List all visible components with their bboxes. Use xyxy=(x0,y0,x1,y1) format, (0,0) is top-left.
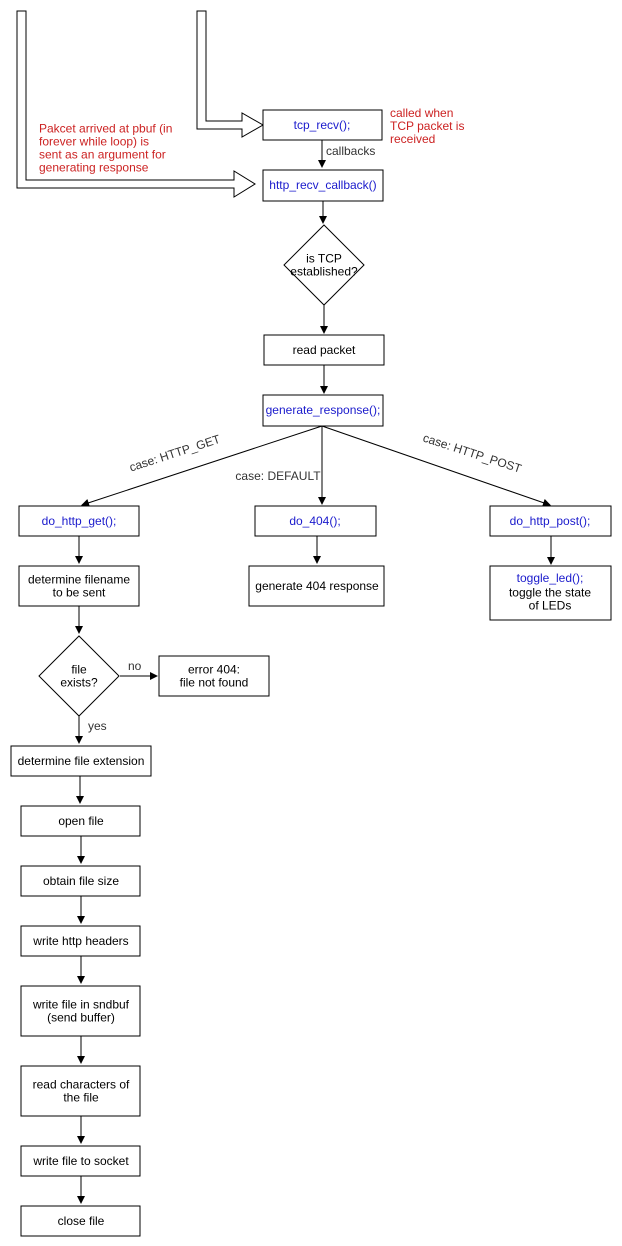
nodes-determine-extension-text: determine file extension xyxy=(18,754,145,768)
nodes-write-sndbuf-text: write file in sndbuf(send buffer) xyxy=(32,998,130,1025)
text-line: sent as an argument for xyxy=(39,148,166,162)
text-line: error 404: xyxy=(188,663,240,677)
nodes-read-packet-text: read packet xyxy=(293,343,356,357)
nodes-generate-response-text: generate_response(); xyxy=(266,403,381,417)
toggle-led-box xyxy=(489,565,612,621)
close-file-box xyxy=(20,1205,141,1237)
nodes-generate-404-text: generate 404 response xyxy=(255,579,379,593)
nodes-tcp-recv-text: tcp_recv(); xyxy=(294,118,351,132)
nodes-write-socket-text: write file to socket xyxy=(32,1154,129,1168)
text-line: established? xyxy=(290,265,358,279)
nodes-obtain-size-text: obtain file size xyxy=(43,874,119,888)
text-line: is TCP xyxy=(306,252,342,266)
error-404-box xyxy=(158,655,270,697)
case-get-label: case: HTTP_GET xyxy=(128,432,223,475)
do-http-post-box xyxy=(489,505,612,537)
text-line: write file in sndbuf xyxy=(32,998,130,1012)
text-line: tcp_recv(); xyxy=(294,118,351,132)
text-line: determine filename xyxy=(28,573,130,587)
nodes-close-file-text: close file xyxy=(58,1214,105,1228)
text-line: called when xyxy=(390,106,453,120)
text-line: forever while loop) is xyxy=(39,135,149,149)
text-line: read characters of xyxy=(33,1078,130,1092)
case-post-label: case: HTTP_POST xyxy=(421,431,524,476)
open-file-box xyxy=(20,805,141,837)
text-line: generating response xyxy=(39,161,149,175)
text-line: to be sent xyxy=(53,586,106,600)
nodes-toggle-led-func-text: toggle_led(); xyxy=(517,571,584,585)
text-line: write http headers xyxy=(32,934,128,948)
edge-generate-to-post xyxy=(321,425,551,507)
write-sndbuf-box xyxy=(20,985,141,1037)
obtain-size-box xyxy=(20,865,141,897)
edge-generate-to-get xyxy=(81,425,323,507)
file-exists-decision xyxy=(38,635,120,717)
nodes-write-headers-text: write http headers xyxy=(32,934,128,948)
determine-extension-box xyxy=(10,745,152,777)
tcp-established-decision xyxy=(283,224,365,306)
nodes-error-404-text: error 404:file not found xyxy=(180,663,249,690)
generate-404-box xyxy=(248,565,385,607)
text-line: file not found xyxy=(180,676,249,690)
text-line: Pakcet arrived at pbuf (in xyxy=(39,122,172,136)
text-line: http_recv_callback() xyxy=(269,178,376,192)
hollow-arrow-to-tcp-recv xyxy=(196,10,265,138)
callbacks-label: callbacks xyxy=(326,144,375,158)
hollow-arrow-to-http-recv-callback xyxy=(16,10,256,198)
text-line: file xyxy=(71,663,87,677)
text-line: determine file extension xyxy=(18,754,145,768)
text-line: open file xyxy=(58,814,104,828)
text-line: close file xyxy=(58,1214,105,1228)
determine-filename-box xyxy=(18,565,140,607)
nodes-open-file-text: open file xyxy=(58,814,104,828)
text-line: (send buffer) xyxy=(47,1011,115,1025)
text-line: received xyxy=(390,132,435,146)
nodes-http-recv-callback-text: http_recv_callback() xyxy=(269,178,376,192)
no-label: no xyxy=(128,659,142,673)
read-chars-box xyxy=(20,1065,141,1117)
nodes-do-http-get-text: do_http_get(); xyxy=(42,514,117,528)
nodes-do-http-post-text: do_http_post(); xyxy=(510,514,591,528)
text-line: toggle_led(); xyxy=(517,571,584,585)
text-line: read packet xyxy=(293,343,356,357)
generate-response-box xyxy=(262,394,384,427)
nodes-do-404-text: do_404(); xyxy=(289,514,340,528)
text-line: TCP packet is xyxy=(390,119,464,133)
text-line: generate 404 response xyxy=(255,579,379,593)
text-line: do_404(); xyxy=(289,514,340,528)
write-headers-box xyxy=(20,925,141,957)
case-default-label: case: DEFAULT xyxy=(235,469,321,483)
text-line: obtain file size xyxy=(43,874,119,888)
tcp-recv-box xyxy=(262,109,383,141)
read-packet-box xyxy=(263,334,385,366)
text-line: the file xyxy=(63,1091,99,1105)
yes-label: yes xyxy=(88,719,107,733)
do-http-get-box xyxy=(18,505,140,537)
text-line: do_http_get(); xyxy=(42,514,117,528)
write-socket-box xyxy=(20,1145,141,1177)
text-line: do_http_post(); xyxy=(510,514,591,528)
text-line: toggle the state xyxy=(509,586,591,600)
text-line: exists? xyxy=(60,676,98,690)
text-line: write file to socket xyxy=(32,1154,129,1168)
http-recv-callback-box xyxy=(262,169,384,202)
do-404-box xyxy=(254,505,377,537)
text-line: of LEDs xyxy=(529,599,572,613)
text-line: generate_response(); xyxy=(266,403,381,417)
